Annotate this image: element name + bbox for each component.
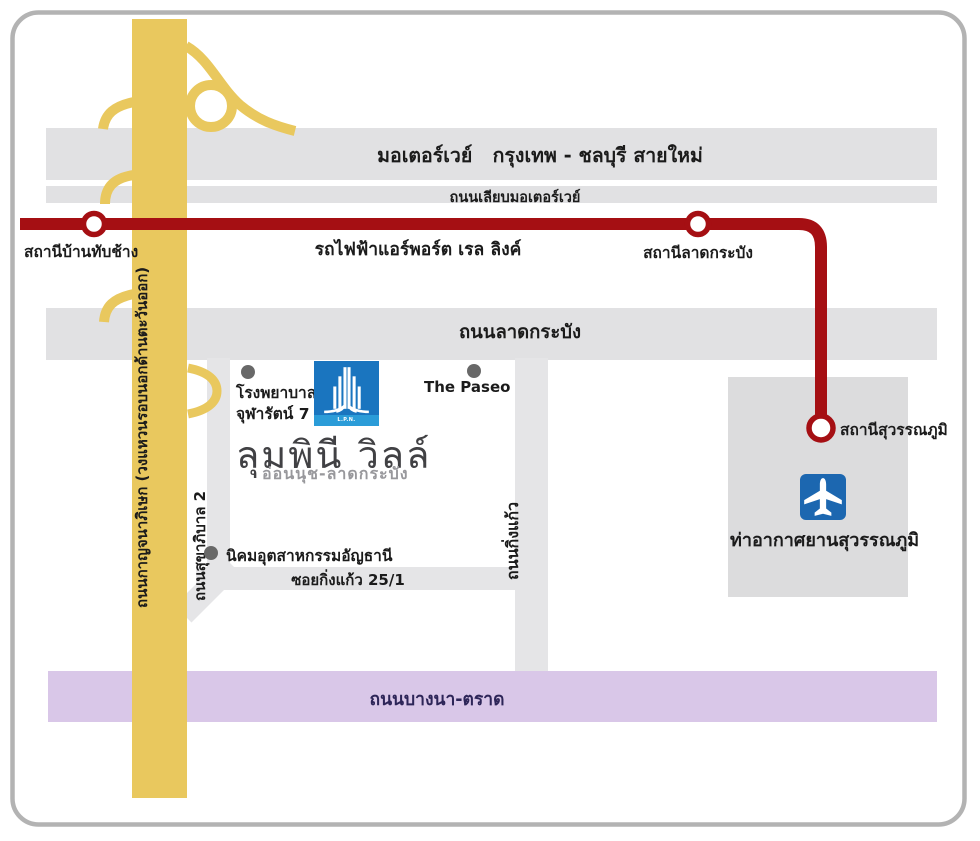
label-lat-krabang-road: ถนนลาดกระบัง	[458, 322, 582, 343]
soi-connector-road	[174, 556, 241, 623]
label-soi-king-kaew: ซอยกิ่งแก้ว 25/1	[291, 571, 405, 589]
label-the-paseo: The Paseo	[424, 378, 511, 396]
sukhaphiban2-road	[207, 358, 230, 590]
bangna-trat-road-band	[48, 671, 937, 722]
the-paseo-marker	[467, 364, 481, 378]
lpn-logo-columns	[324, 367, 369, 414]
label-rail-link: รถไฟฟ้าแอร์พอร์ต เรล ลิงค์	[314, 240, 522, 260]
station-marker-suvarnabhumi	[806, 413, 836, 443]
project-name: ลุมพินี วิลล์	[236, 433, 432, 477]
lat-krabang-road-band	[46, 308, 937, 360]
label-station-ban-thap-chang: สถานีบ้านทับช้าง	[24, 243, 139, 261]
label-industrial-estate: นิคมอุตสาหกรรมอัญธานี	[226, 547, 393, 565]
label-station-suvarnabhumi: สถานีสุวรรณภูมิ	[840, 421, 948, 439]
label-hospital-line1: โรงพยาบาล	[236, 384, 317, 402]
label-sukhaphiban2-road: ถนนสุขาภิบาล 2	[191, 490, 209, 601]
label-motorway: มอเตอร์เวย์ กรุงเทพ - ชลบุรี สายใหม่	[377, 144, 703, 167]
label-kanchanaphisek-road: ถนนกาญจนาภิเษก (วงแหวนรอบนอกด้านตะวันออก…	[133, 266, 151, 608]
label-king-kaew-road: ถนนกิ่งแก้ว	[503, 501, 522, 580]
frontage-road-band	[46, 186, 937, 203]
king-kaew-road	[515, 358, 548, 671]
kanchanaphisek-ring-road	[98, 19, 297, 798]
motorway-band	[46, 128, 937, 180]
ramp-loop	[185, 80, 237, 132]
ramp-slip	[183, 41, 297, 136]
station-marker-lat-krabang	[684, 210, 712, 238]
ramp-stub-upper-left	[98, 97, 136, 130]
lpn-development-logo: L.P.N. DEVELOPMENT	[314, 361, 379, 434]
label-bangna-trat-road: ถนนบางนา-ตราด	[369, 690, 505, 710]
label-hospital: โรงพยาบาลจุฬารัตน์ 7	[236, 383, 316, 425]
soi-king-kaew-road	[196, 567, 548, 590]
airport-rail-link-line	[20, 218, 827, 416]
label-airport: ท่าอากาศยานสุวรรณภูมิ	[730, 530, 920, 551]
station-marker-ban-thap-chang	[80, 210, 108, 238]
label-hospital-line2: จุฬารัตน์ 7	[236, 405, 310, 423]
label-station-lat-krabang: สถานีลาดกระบัง	[643, 244, 753, 262]
map-border	[10, 10, 967, 827]
hospital-marker	[241, 365, 255, 379]
ramp-stub-lower-left	[99, 289, 136, 323]
label-frontage-road: ถนนเลียบมอเตอร์เวย์	[449, 190, 581, 206]
airplane-icon	[804, 478, 842, 516]
project-location: อ่อนนุช-ลาดกระบัง	[262, 464, 409, 483]
lpn-logo-caption: L.P.N. DEVELOPMENT	[314, 415, 379, 434]
ring-road-main	[132, 19, 187, 798]
ramp-stub-right	[187, 363, 222, 419]
ramp-stub-mid-left	[100, 170, 135, 205]
airport-sign	[800, 474, 846, 520]
industrial-estate-marker	[204, 546, 218, 560]
